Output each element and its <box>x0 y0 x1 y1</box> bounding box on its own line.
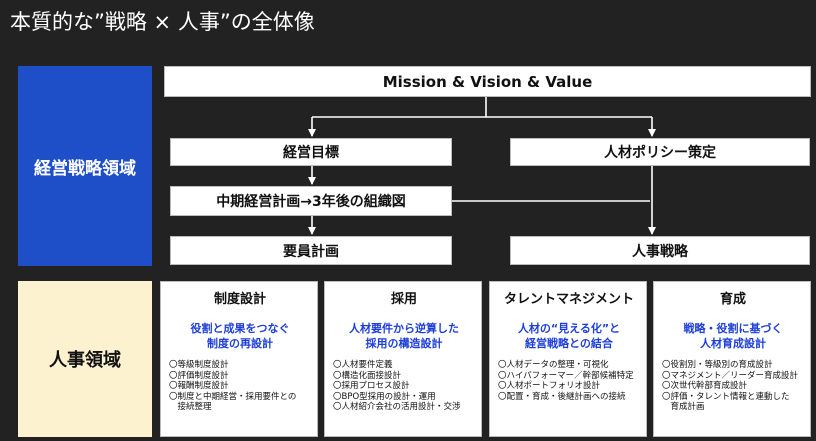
card-recruiting: 採用 人材要件から逆算した 採用の構造設計 〇人材要件定義 〇構造化面接設計 〇… <box>324 281 482 437</box>
card-subtitle-line: 役割と成果をつなぐ <box>190 322 290 335</box>
list-item: 〇ハイパフォーマー／幹部候補特定 <box>498 370 634 381</box>
page-title: 本質的な”戦略 × 人事”の全体像 <box>10 10 315 34</box>
card-title: 育成 <box>719 292 746 307</box>
list-item: 〇人材データの整理・可視化 <box>498 360 609 370</box>
hr-strategy-box: 人事戦略 <box>510 236 810 265</box>
mvv-box: Mission & Vision & Value <box>164 66 811 97</box>
list-item: 〇採用プロセス設計 <box>333 381 410 392</box>
list-item: 〇BPO型採用の設計・運用 <box>333 391 436 402</box>
card-subtitle-line: 戦略・役割に基づく <box>683 322 783 335</box>
hr-domain-panel: 人事領域 <box>18 281 152 437</box>
list-item: 〇評価制度設計 <box>169 370 229 381</box>
list-item: 〇配置・育成・後継計画への接続 <box>498 391 626 402</box>
list-item: 〇役割別・等級別の育成設計 <box>662 360 773 370</box>
card-subtitle-line: 採用の構造設計 <box>365 337 443 350</box>
list-item: 〇構造化面接設計 <box>333 370 402 381</box>
list-item: 〇等級制度設計 <box>169 360 229 370</box>
card-subtitle-line: 人材育成設計 <box>700 337 766 350</box>
card-system-design: 制度設計 役割と成果をつなぐ 制度の再設計 〇等級制度設計 〇評価制度設計 〇報… <box>160 281 318 437</box>
card-subtitle-line: 人材の“見える化”と <box>517 322 621 335</box>
card-title: 制度設計 <box>213 292 266 307</box>
card-subtitle-line: 人材要件から逆算した <box>349 322 459 335</box>
card-list: 〇役割別・等級別の育成設計 〇マネジメント／リーダー育成設計 〇次世代幹部育成設… <box>662 360 804 413</box>
list-item: 育成計画 <box>662 402 705 413</box>
card-talent-management: タレントマネジメント 人材の“見える化”と 経営戦略との結合 〇人材データの整理… <box>489 281 647 437</box>
list-item: 〇マネジメント／リーダー育成設計 <box>662 370 799 381</box>
list-item: 〇報酬制度設計 <box>169 381 229 392</box>
list-item: 〇制度と中期経営・採用要件との <box>169 391 297 402</box>
staffing-plan-box: 要員計画 <box>170 236 452 265</box>
mid-term-plan-box: 中期経営計画→3年後の組織図 <box>170 186 452 216</box>
card-subtitle: 役割と成果をつなぐ 制度の再設計 <box>169 321 311 351</box>
list-item: 〇人材紹介会社の活用設計・交渉 <box>333 402 461 413</box>
card-subtitle: 戦略・役割に基づく 人材育成設計 <box>662 321 804 351</box>
hr-policy-box: 人材ポリシー策定 <box>510 138 810 166</box>
card-title: 採用 <box>390 292 417 307</box>
management-goal-box: 経営目標 <box>170 138 452 166</box>
list-item: 〇次世代幹部育成設計 <box>662 381 748 392</box>
strategy-domain-panel: 経営戦略領域 <box>18 66 152 266</box>
card-subtitle: 人材の“見える化”と 経営戦略との結合 <box>498 321 640 351</box>
card-subtitle: 人材要件から逆算した 採用の構造設計 <box>333 321 475 351</box>
card-subtitle-line: 経営戦略との結合 <box>525 337 613 350</box>
card-list: 〇等級制度設計 〇評価制度設計 〇報酬制度設計 〇制度と中期経営・採用要件との … <box>169 360 311 413</box>
card-list: 〇人材データの整理・可視化 〇ハイパフォーマー／幹部候補特定 〇人材ポートフォリ… <box>498 360 640 402</box>
list-item: 〇評価・タレント情報と連動した <box>662 391 790 402</box>
card-title: タレントマネジメント <box>503 292 634 307</box>
list-item: 〇人材要件定義 <box>333 360 393 370</box>
card-list: 〇人材要件定義 〇構造化面接設計 〇採用プロセス設計 〇BPO型採用の設計・運用… <box>333 360 475 413</box>
card-subtitle-line: 制度の再設計 <box>207 337 273 350</box>
list-item: 〇人材ポートフォリオ設計 <box>498 381 601 392</box>
card-development: 育成 戦略・役割に基づく 人材育成設計 〇役割別・等級別の育成設計 〇マネジメン… <box>653 281 811 437</box>
list-item: 接続整理 <box>169 402 212 413</box>
